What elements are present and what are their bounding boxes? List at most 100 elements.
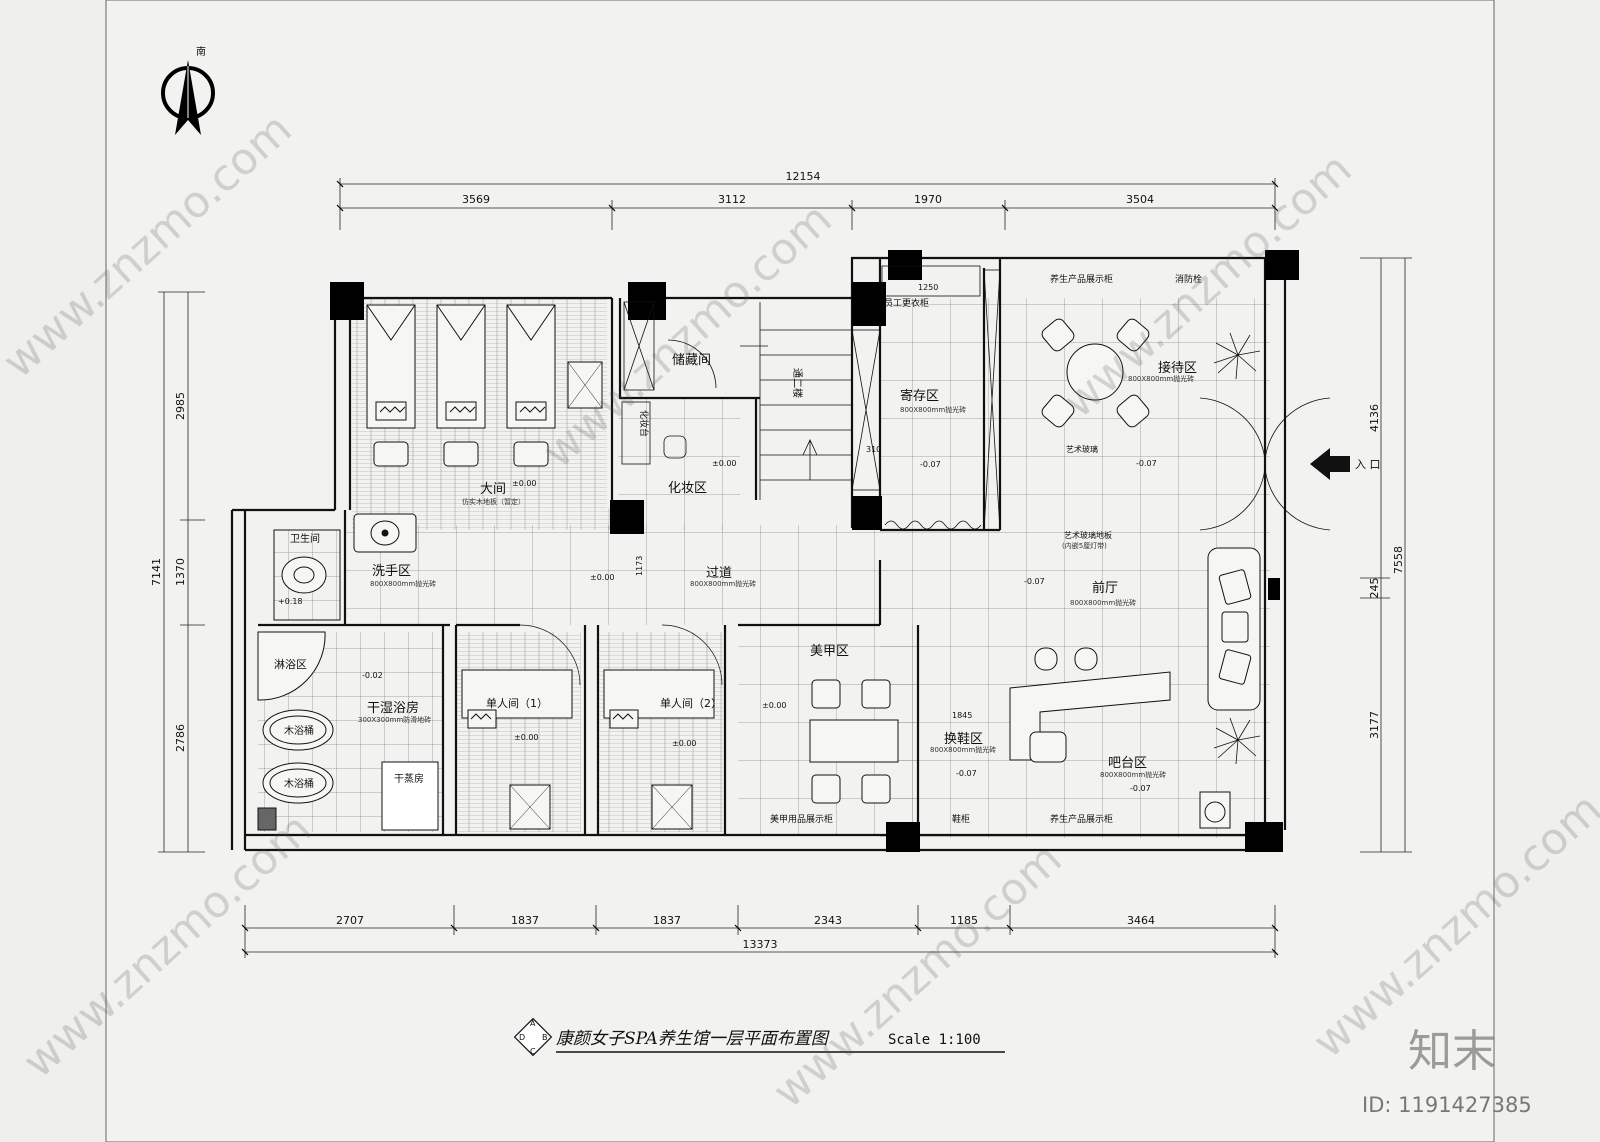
dimension-labels-right: 7558 4136 245 3177	[1368, 404, 1405, 739]
brand-logo: 知末	[1408, 1026, 1496, 1077]
dimension-lines	[158, 178, 1412, 958]
badge-letter-c: C	[530, 1047, 536, 1056]
dim-right-seg-2: 245	[1368, 578, 1381, 599]
bath-fixtures	[257, 631, 439, 831]
note-qianting: 800X800mm抛光砖	[1070, 598, 1136, 607]
note-xishouqu: 800X800mm抛光砖	[370, 579, 436, 588]
dim-bottom-seg-1: 2707	[336, 914, 364, 927]
label-muyutong-1: 木浴桶	[284, 724, 314, 737]
level-4: ±0.00	[762, 701, 787, 710]
label-jicunqu: 寄存区	[900, 388, 939, 404]
room-labels: 大间 仿实木地板（暂定） 卫生间 洗手区 800X800mm抛光砖 淋浴区 干湿…	[274, 273, 1381, 825]
note-dajian: 仿实木地板（暂定）	[462, 497, 525, 506]
label-zhengfang: 干蒸房	[394, 772, 424, 785]
label-dajian: 大间	[480, 482, 506, 497]
level-2: ±0.00	[712, 459, 737, 468]
dim-1173: 1173	[635, 556, 644, 576]
dim-bottom-seg-4: 2343	[814, 914, 842, 927]
badge-letter-d: D	[519, 1033, 525, 1042]
label-qianting: 前厅	[1092, 580, 1118, 596]
level-8: -0.07	[1136, 459, 1157, 468]
dim-1845: 1845	[952, 711, 972, 720]
entrance-arrow-icon	[1310, 448, 1350, 480]
dim-top-seg-2: 3112	[718, 193, 746, 206]
label-fire-hydrant: 消防栓	[1175, 273, 1202, 285]
dimension-ticks	[241, 180, 1279, 956]
entrance-doors	[1199, 397, 1331, 531]
label-weishengjian: 卫生间	[290, 532, 320, 545]
note-jicunqu: 800X800mm抛光砖	[900, 405, 966, 414]
sofa	[1207, 547, 1261, 711]
label-product-cabinet-top: 养生产品展示柜	[1050, 273, 1113, 285]
dim-bottom-total: 13373	[743, 938, 778, 951]
dim-right-seg-3: 3177	[1368, 711, 1381, 739]
level-10: -0.07	[956, 769, 977, 778]
label-danrenjian-1: 单人间（1）	[486, 697, 548, 710]
dim-1250: 1250	[918, 283, 938, 292]
note-huanxiequ: 800X800mm抛光砖	[930, 745, 996, 754]
stairs-and-storage	[621, 301, 852, 500]
label-manicure-cabinet: 美甲用品展示柜	[770, 813, 833, 825]
wavy-dividers	[884, 520, 982, 530]
dim-top-total: 12154	[786, 170, 821, 183]
reception-table-set	[1041, 318, 1150, 428]
level-7: -0.07	[920, 460, 941, 469]
dim-left-seg-1: 2985	[174, 392, 187, 420]
label-jiedaiqu: 接待区	[1158, 360, 1197, 376]
brand-watermark: 知末 ID: 1191427385	[1362, 1026, 1532, 1117]
dim-left-total: 7141	[150, 558, 163, 586]
label-meijiaqu: 美甲区	[810, 644, 849, 659]
label-batai: 吧台区	[1108, 756, 1147, 771]
structural-columns	[330, 250, 1299, 852]
drawing-scale: Scale 1:100	[888, 1032, 981, 1048]
label-huazhuang-tai: 化妆台	[638, 410, 650, 437]
image-id: ID: 1191427385	[1362, 1093, 1532, 1117]
dim-bottom-seg-2: 1837	[511, 914, 539, 927]
label-tongerlou: 通二楼	[791, 368, 804, 398]
label-muyutong-2: 木浴桶	[284, 777, 314, 790]
note-batai: 800X800mm抛光砖	[1100, 770, 1166, 779]
badge-letter-a: A	[530, 1019, 536, 1028]
locker-columns	[851, 265, 1001, 531]
label-huazhuangqu: 化妆区	[668, 481, 707, 496]
spa-beds-large-room	[366, 304, 603, 467]
label-art-glass-floor: 艺术玻璃地板	[1064, 530, 1112, 540]
dim-right-total: 7558	[1392, 546, 1405, 574]
dim-bottom-seg-5: 1185	[950, 914, 978, 927]
bar-counter	[1009, 647, 1231, 829]
level-6: ±0.00	[672, 739, 697, 748]
dimension-labels-bottom: 2707 1837 1837 2343 1185 3464 13373	[336, 914, 1155, 951]
level-3: ±0.00	[590, 573, 615, 582]
label-guodao: 过道	[706, 566, 732, 581]
level-5: ±0.00	[514, 733, 539, 742]
level-marks: ±0.00 ±0.00 ±0.00 ±0.00 ±0.00 ±0.00 -0.0…	[278, 459, 1157, 793]
label-art-glass: 艺术玻璃	[1066, 444, 1098, 454]
label-huanxiequ: 换鞋区	[944, 731, 983, 747]
title-block: A B C D 康颜女子SPA养生馆一层平面布置图 Scale 1:100	[513, 1017, 1005, 1057]
label-danrenjian-2: 单人间（2）	[660, 697, 722, 710]
note-art-glass-floor: (内嵌5厘灯带)	[1062, 541, 1107, 550]
title-badge-icon: A B C D	[513, 1017, 553, 1057]
dim-top-seg-3: 1970	[914, 193, 942, 206]
dimension-labels-left: 7141 2985 1370 2786	[150, 392, 187, 752]
north-arrow-icon: 南	[161, 45, 215, 135]
compass-label: 南	[196, 45, 206, 58]
toilet-and-basin	[273, 513, 417, 621]
drawing-title: 康颜女子SPA养生馆一层平面布置图	[556, 1029, 830, 1049]
label-product-cabinet-bottom: 养生产品展示柜	[1050, 813, 1113, 825]
level-12: +0.18	[278, 597, 303, 606]
manicure-station	[809, 679, 899, 804]
dim-bottom-seg-3: 1837	[653, 914, 681, 927]
dim-top-seg-4: 3504	[1126, 193, 1154, 206]
level-9: -0.07	[1024, 577, 1045, 586]
label-xiyuqu: 干湿浴房	[367, 700, 419, 716]
label-shoe-cabinet: 鞋柜	[952, 813, 970, 825]
badge-letter-b: B	[542, 1033, 548, 1042]
level-11: -0.07	[1130, 784, 1151, 793]
dim-bottom-seg-6: 3464	[1127, 914, 1155, 927]
note-guodao: 800X800mm抛光砖	[690, 579, 756, 588]
label-chucangjian: 储藏间	[672, 353, 711, 368]
dim-left-seg-3: 2786	[174, 724, 187, 752]
